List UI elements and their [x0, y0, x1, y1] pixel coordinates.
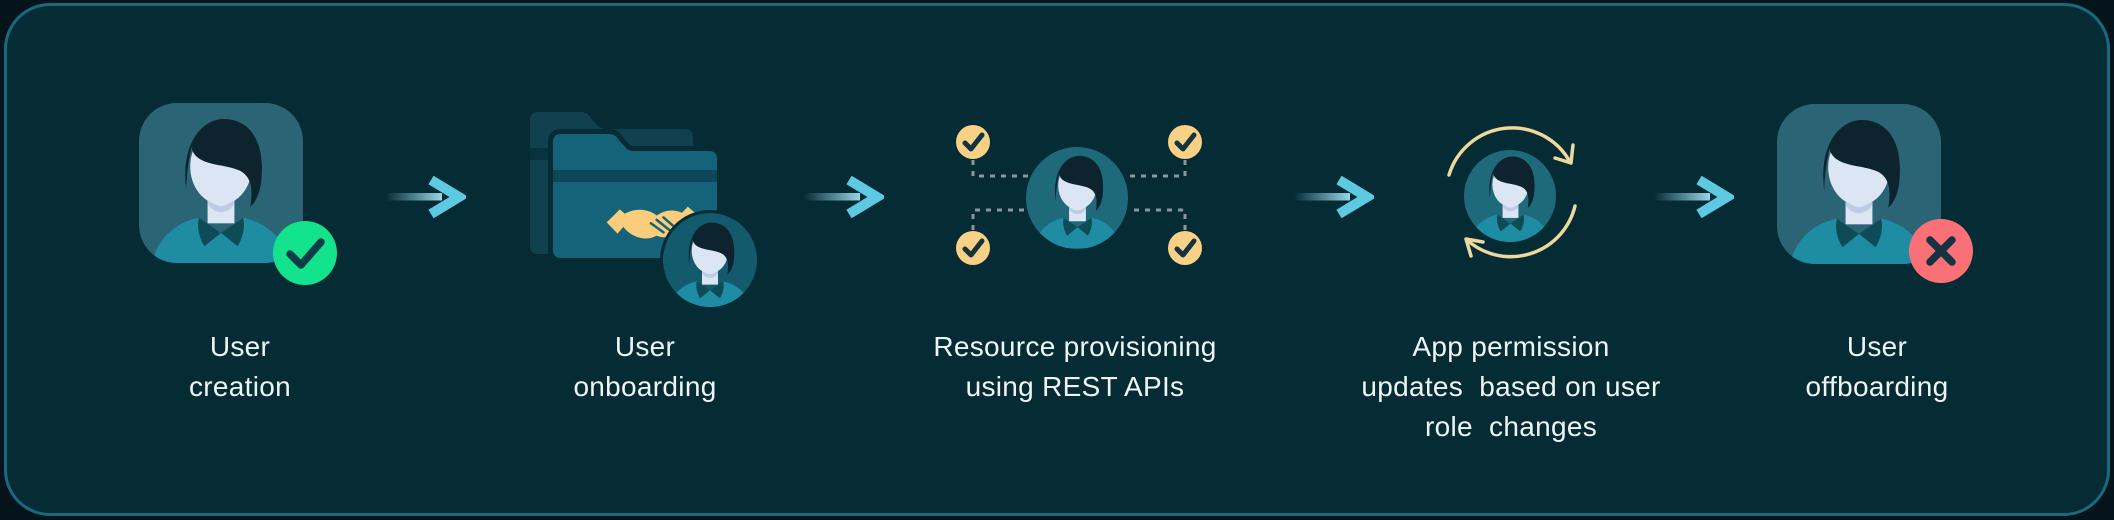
- step-label-user-creation: User creation: [188, 331, 291, 402]
- folders-handshake-avatar-icon: [530, 112, 760, 310]
- dashed-connector-lines: [971, 160, 1187, 230]
- arrow-right-icon: [1654, 175, 1734, 219]
- check-circle-icon: [956, 125, 990, 159]
- error-cross-badge-icon: [1909, 219, 1973, 283]
- arrow-right-icon: [386, 175, 466, 219]
- check-circle-icon: [956, 231, 990, 265]
- avatar-circle-icon: [1026, 147, 1128, 249]
- avatar-api-checks-icon: [956, 125, 1202, 265]
- sync-cycle-arrows-icon: [1447, 126, 1577, 259]
- avatar-circle-icon: [1464, 150, 1556, 242]
- step-label-resource-provisioning: Resource provisioning using REST APIs: [933, 331, 1217, 402]
- check-circle-icon: [1168, 231, 1202, 265]
- arrow-right-icon: [804, 175, 884, 219]
- success-check-badge-icon: [273, 221, 337, 285]
- step-label-app-permission-updates: App permission updates based on user rol…: [1361, 331, 1661, 442]
- avatar-circle-icon: [660, 210, 760, 310]
- user-avatar-check-icon: [139, 103, 337, 285]
- step-label-user-offboarding: User offboarding: [1805, 331, 1949, 402]
- arrow-right-icon: [1294, 175, 1374, 219]
- diagram-panel: [4, 3, 2110, 516]
- user-avatar-cross-icon: [1777, 104, 1973, 283]
- avatar-sync-arrows-icon: [1447, 126, 1577, 259]
- step-label-user-onboarding: User onboarding: [573, 331, 717, 402]
- check-circle-icon: [1168, 125, 1202, 159]
